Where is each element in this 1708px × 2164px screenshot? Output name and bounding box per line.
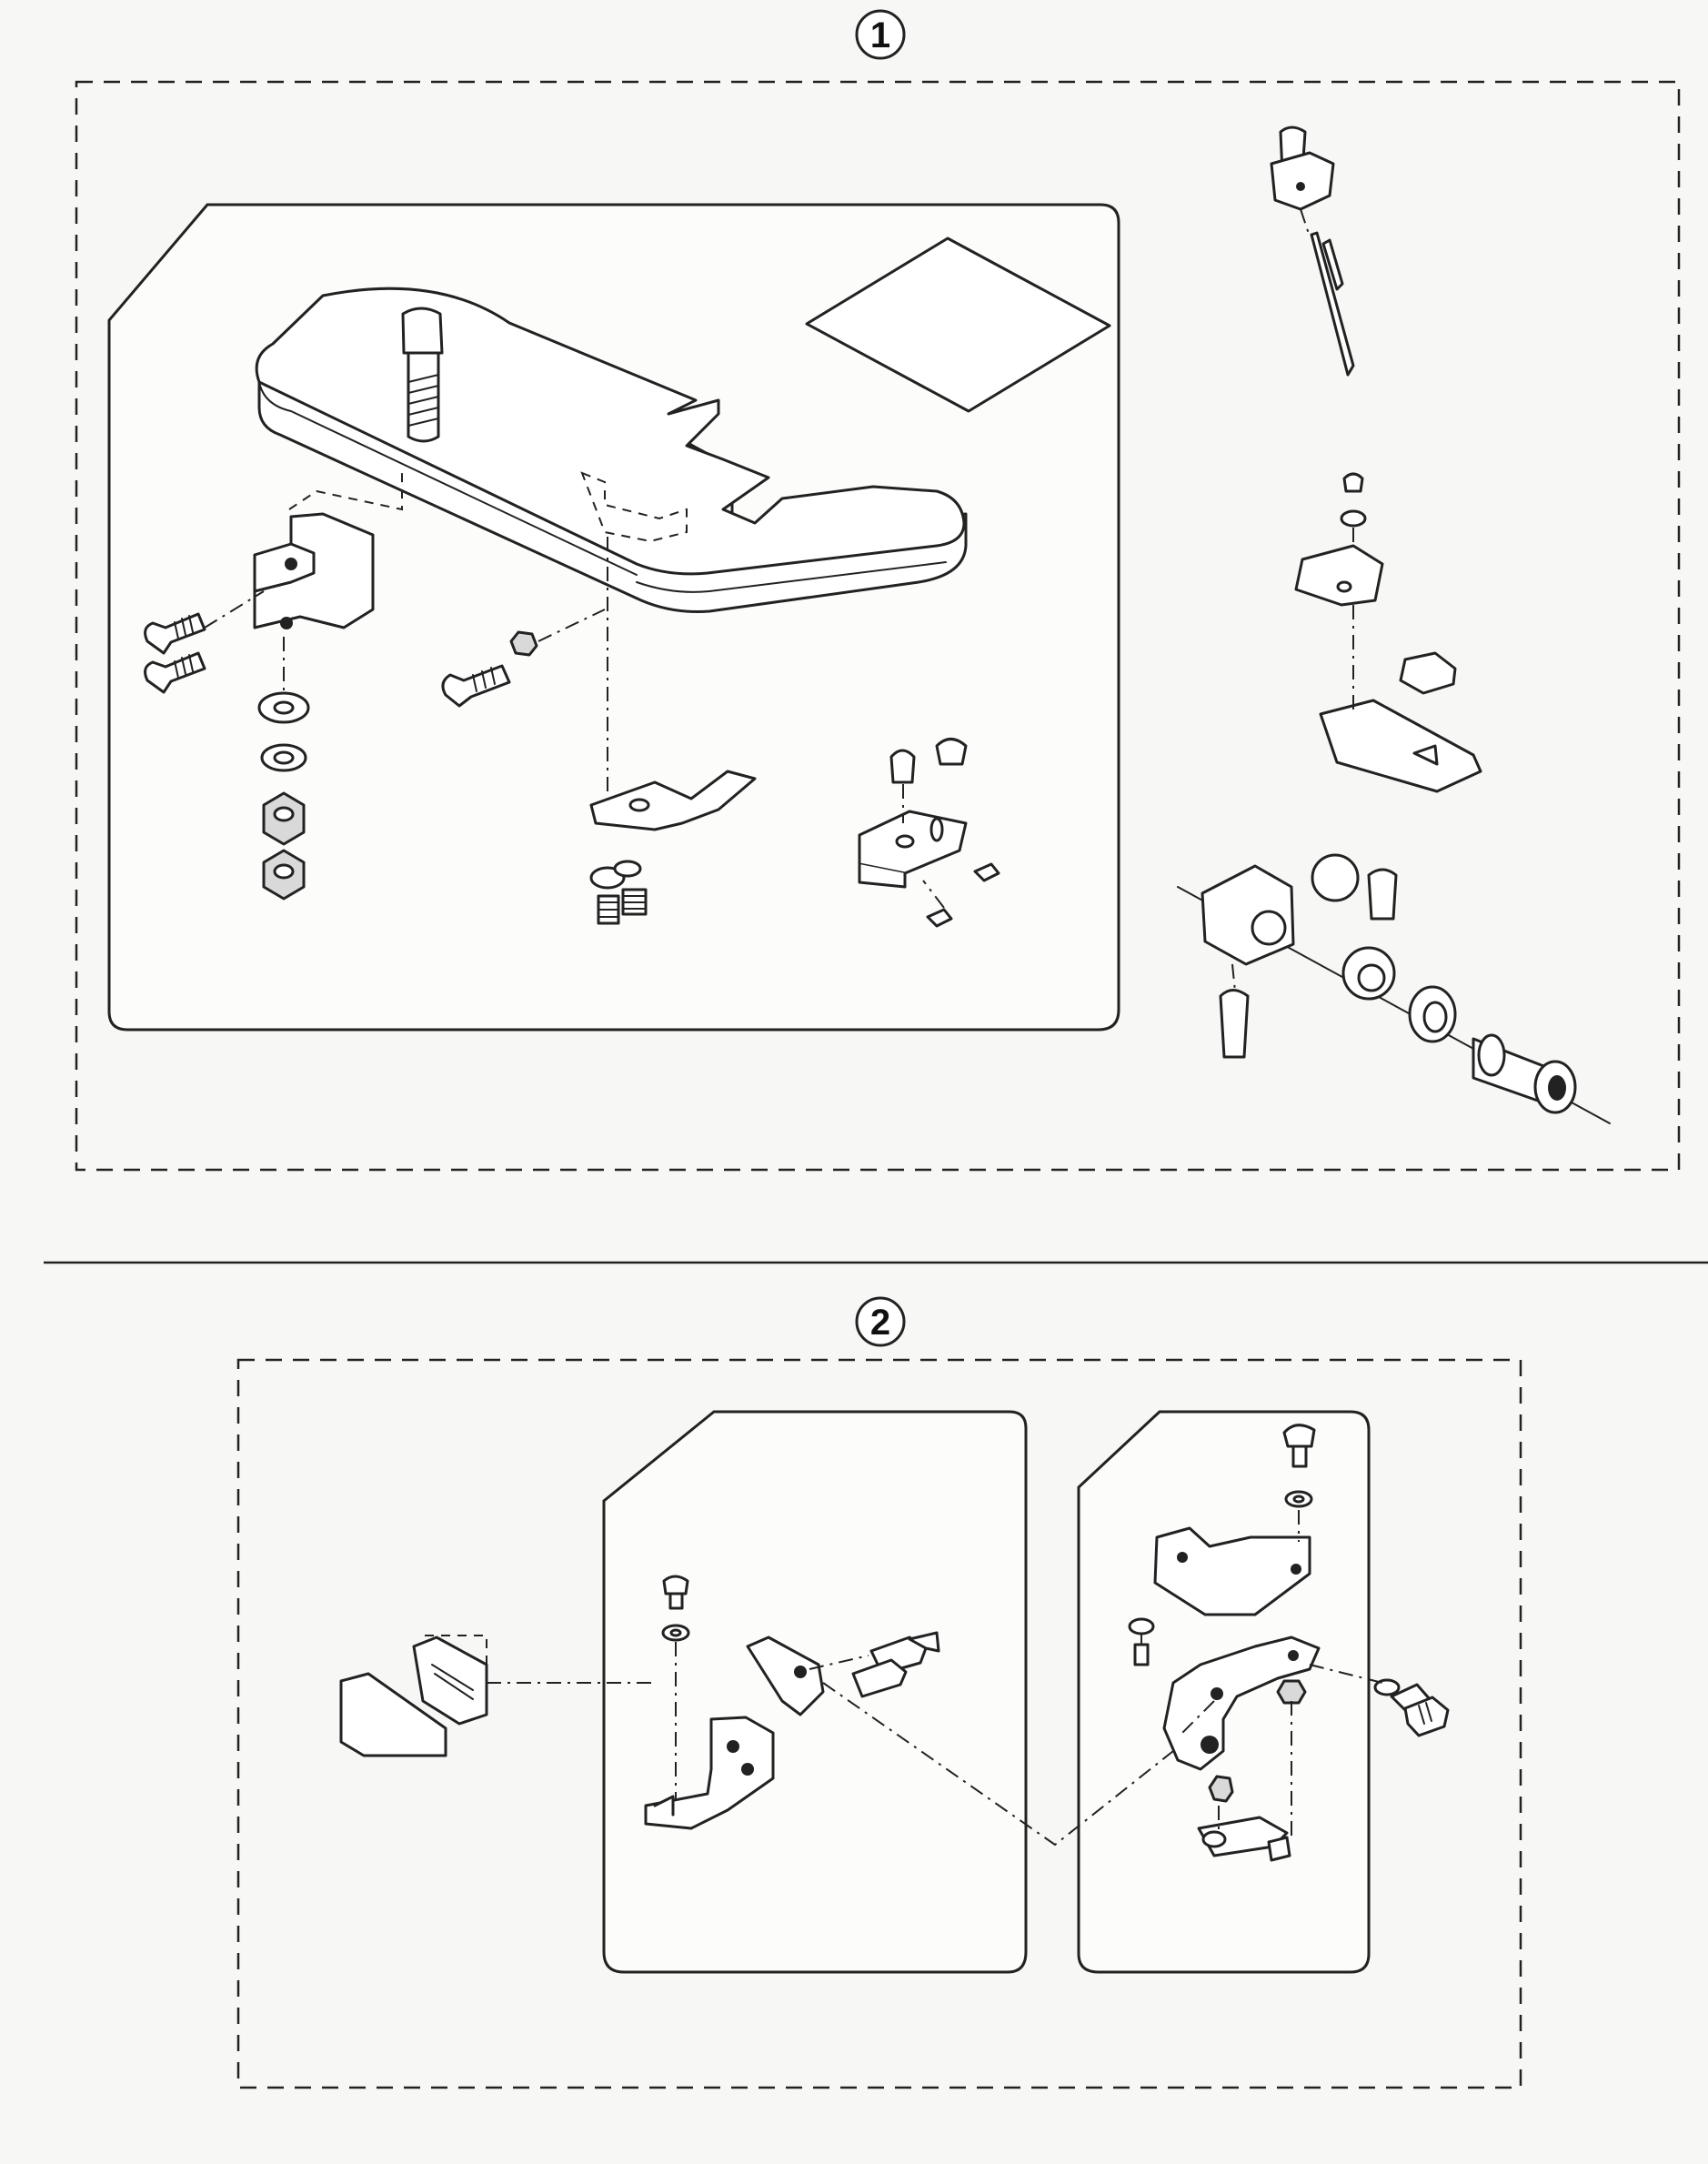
section-1-dashed-frame [75,80,1681,1172]
section-2-dashed-frame [236,1358,1522,2089]
section-2-marker: 2 [855,1296,906,1347]
right-bracket-assembly [1128,1424,1450,1862]
section-2: 2 [236,1296,1522,2089]
angle-bracket-knobs [858,738,1000,928]
section-1: 1 [75,9,1681,1172]
section-2-marker-label: 2 [870,1303,890,1343]
presser-foot-assembly [1294,472,1482,793]
instruction-sheet [805,237,1111,413]
section-1-marker-label: 1 [870,15,890,55]
washer-nut-stack [257,637,310,901]
shaft-coupling [1177,853,1611,1124]
needle-holder [1270,126,1355,377]
spring-plate [589,770,757,925]
section-1-marker: 1 [855,9,906,60]
link-leader-line [822,1682,1174,1847]
hinge-bracket [253,473,403,629]
table-clip [580,471,688,791]
vertical-bolt [401,307,444,443]
guide-bracket-assembly [644,1575,940,1830]
edge-guide-plate [339,1635,655,1757]
screw-with-nut [441,609,606,708]
screw-pair-left [144,590,265,694]
